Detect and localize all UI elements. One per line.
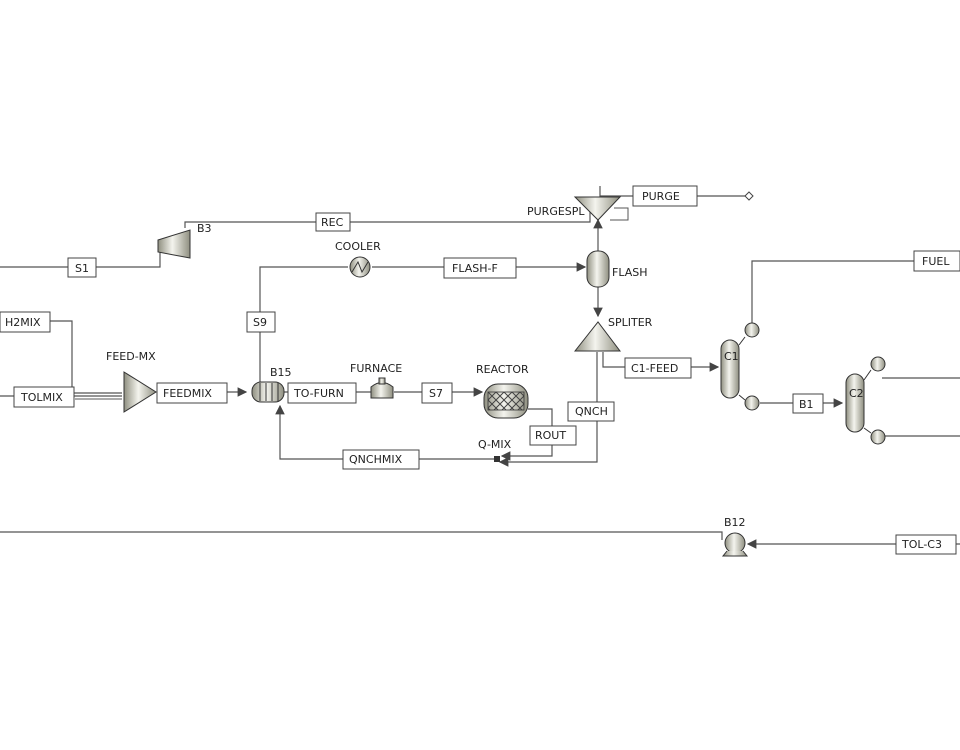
mixer-q-mix[interactable] [494, 456, 500, 462]
stream-label-tol-c3: TOL-C3 [901, 538, 942, 551]
stream-label-c1-feed: C1-FEED [631, 362, 678, 375]
block-label-c2: C2 [849, 387, 864, 400]
stream-label-s9: S9 [253, 316, 267, 329]
stream-box-s9[interactable]: S9 [246, 311, 276, 333]
furnace-heater[interactable] [370, 377, 394, 399]
block-label-feed-mx: FEED-MX [106, 350, 156, 363]
stream-label-h2mix: H2MIX [5, 316, 41, 329]
stream-label-s7: S7 [429, 387, 443, 400]
stream-line-rec [184, 210, 591, 228]
stream-label-qnch: QNCH [575, 405, 608, 418]
block-label-furnace: FURNACE [350, 362, 402, 375]
stream-box-tol-c3[interactable]: TOL-C3 [895, 534, 957, 555]
stream-box-s1[interactable]: S1 [67, 257, 97, 278]
block-label-c1: C1 [724, 350, 739, 363]
stream-box-b1[interactable]: B1 [792, 393, 824, 414]
stream-box-rec[interactable]: REC [315, 212, 351, 232]
stream-label-tolmix: TOLMIX [20, 391, 63, 404]
stream-box-tolmix[interactable]: TOLMIX [13, 386, 75, 408]
reactor-vessel[interactable] [483, 383, 529, 419]
stream-line-fuel [751, 260, 960, 328]
splitter-spliter[interactable] [573, 321, 622, 352]
stream-line-qnch [498, 352, 598, 467]
splitter-purgespl[interactable] [573, 196, 622, 221]
stream-label-b1: B1 [799, 398, 814, 411]
block-label-cooler: COOLER [335, 240, 381, 253]
flash-drum[interactable] [586, 250, 610, 288]
stream-label-feedmix: FEEDMIX [163, 387, 212, 400]
stream-box-qnch[interactable]: QNCH [567, 401, 615, 422]
distillation-column-c2[interactable] [845, 356, 886, 445]
block-label-b15: B15 [270, 366, 292, 379]
stream-label-qnchmix: QNCHMIX [349, 453, 403, 466]
stream-label-rec: REC [321, 216, 344, 229]
stream-label-purge: PURGE [642, 190, 680, 203]
block-label-spliter: SPLITER [608, 316, 653, 329]
block-label-purgespl: PURGESPL [527, 205, 585, 218]
stream-box-feedmix[interactable]: FEEDMIX [156, 382, 228, 404]
cooler-heat-exchanger[interactable] [349, 256, 371, 278]
purge-outlet-marker [744, 191, 754, 201]
stream-label-fuel: FUEL [922, 255, 950, 268]
stream-label-s1: S1 [75, 262, 89, 275]
stream-box-fuel[interactable]: FUEL [913, 250, 960, 272]
distillation-column-c1[interactable] [720, 322, 760, 411]
block-label-b3: B3 [197, 222, 212, 235]
pump-b12[interactable] [721, 532, 749, 557]
stream-box-to-furn[interactable]: TO-FURN [287, 382, 357, 404]
block-label-flash: FLASH [612, 266, 648, 279]
stream-box-qnchmix[interactable]: QNCHMIX [342, 449, 420, 470]
stream-line-qnchmix [275, 404, 494, 460]
stream-box-s7[interactable]: S7 [421, 382, 453, 404]
stream-label-rout: ROUT [535, 429, 566, 442]
block-label-reactor: REACTOR [476, 363, 529, 376]
stream-box-rout[interactable]: ROUT [529, 425, 577, 446]
stream-line-s1 [0, 252, 161, 268]
heat-exchanger-b15[interactable] [251, 381, 285, 403]
stream-line-b12-out [0, 531, 723, 540]
stream-label-to-furn: TO-FURN [293, 387, 344, 400]
stream-box-purge[interactable]: PURGE [632, 185, 698, 207]
stream-line-purge-loop [610, 207, 629, 221]
block-label-q-mix: Q-MIX [478, 438, 512, 451]
mixer-feed-mx[interactable] [123, 371, 157, 413]
stream-box-c1-feed[interactable]: C1-FEED [624, 357, 692, 379]
block-label-b12: B12 [724, 516, 746, 529]
stream-box-flash-f[interactable]: FLASH-F [443, 257, 517, 279]
compressor-b3[interactable] [157, 229, 191, 259]
stream-label-flash-f: FLASH-F [452, 262, 498, 275]
stream-line-s9 [259, 266, 348, 392]
stream-box-h2mix[interactable]: H2MIX [0, 311, 51, 333]
